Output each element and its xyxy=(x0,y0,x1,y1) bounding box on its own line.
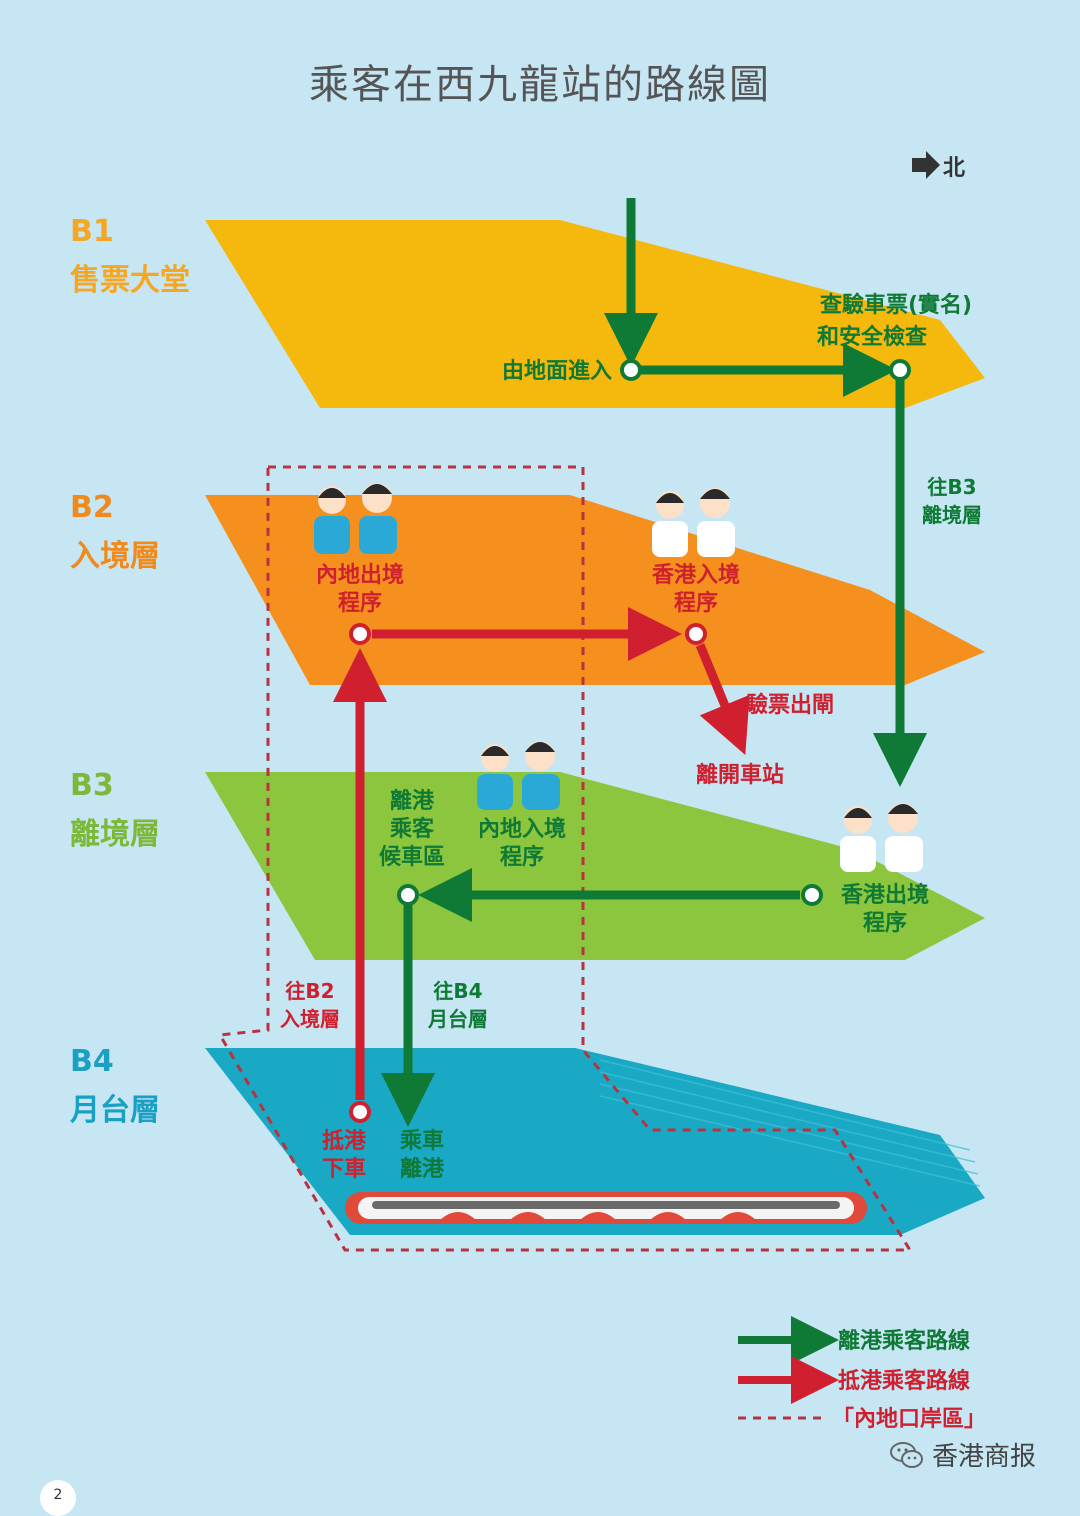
floor-b2-code: B2 xyxy=(70,490,114,525)
arriving-route xyxy=(333,607,750,1100)
label-to-b4-1: 往B4 xyxy=(433,979,482,1003)
wechat-icon xyxy=(890,1441,924,1469)
legend: 離港乘客路線 抵港乘客路線 「內地口岸區」 xyxy=(738,1316,986,1432)
label-hk-exit-2: 程序 xyxy=(863,910,907,936)
floor-b4-code: B4 xyxy=(70,1044,114,1079)
north-arrow-icon xyxy=(912,151,940,179)
node-waiting xyxy=(397,884,419,906)
node-hk-entry xyxy=(685,623,707,645)
north-indicator: 北 xyxy=(912,151,965,181)
node-arrive xyxy=(349,1101,371,1123)
floor-b2-name: 入境層 xyxy=(70,539,160,574)
label-to-b2-1: 往B2 xyxy=(285,979,334,1003)
mainland-officer-icon-b2 xyxy=(314,483,397,554)
node-ticket-check xyxy=(889,359,911,381)
label-waiting-3: 候車區 xyxy=(379,845,445,870)
mainland-officer-icon-b3 xyxy=(477,741,560,810)
label-board-1: 乘車 xyxy=(399,1129,444,1154)
floor-b1-code: B1 xyxy=(70,214,114,249)
hk-officer-icon-b3 xyxy=(840,803,923,872)
floor-b3-plate xyxy=(205,772,985,960)
label-ticket-gate: 驗票出閘 xyxy=(746,692,834,718)
floor-b4-name: 月台層 xyxy=(70,1093,160,1128)
floor-b1-plate xyxy=(205,220,985,408)
route-nodes xyxy=(349,359,911,1123)
mainland-port-zone-outline xyxy=(217,465,913,1252)
label-mainland-exit-2: 程序 xyxy=(338,590,382,616)
label-arrive-2: 下車 xyxy=(322,1157,366,1182)
page-number: 2 xyxy=(40,1480,76,1516)
label-board-2: 離港 xyxy=(400,1156,445,1182)
label-mainland-entry-2: 程序 xyxy=(500,844,544,870)
label-to-b3-1: 往B3 xyxy=(927,475,976,499)
label-waiting-2: 乘客 xyxy=(389,816,435,842)
north-label: 北 xyxy=(943,156,965,181)
label-leave-station: 離開車站 xyxy=(696,762,784,788)
departing-route xyxy=(381,198,927,1127)
legend-departing-label: 離港乘客路線 xyxy=(838,1328,970,1354)
label-waiting-1: 離港 xyxy=(390,788,435,814)
hk-officer-icon-b2 xyxy=(652,488,735,557)
node-mainland-exit xyxy=(349,623,371,645)
label-to-b2-2: 入境層 xyxy=(280,1007,340,1031)
label-enter-ground: 由地面進入 xyxy=(502,359,612,384)
legend-zone-label: 「內地口岸區」 xyxy=(832,1407,986,1432)
train-icon xyxy=(345,1192,867,1224)
label-to-b3-2: 離境層 xyxy=(922,503,982,527)
floor-b1-name: 售票大堂 xyxy=(70,263,190,298)
label-mainland-entry-1: 內地入境 xyxy=(478,816,566,842)
label-hk-entry-2: 程序 xyxy=(674,590,718,616)
floor-b3-name: 離境層 xyxy=(70,817,160,852)
label-mainland-exit-1: 內地出境 xyxy=(316,562,404,588)
legend-arriving-label: 抵港乘客路線 xyxy=(838,1368,970,1394)
label-to-b4-2: 月台層 xyxy=(427,1007,488,1031)
page-title: 乘客在西九龍站的路線圖 xyxy=(309,62,771,108)
label-ticket-check-2: 和安全檢查 xyxy=(817,324,927,350)
node-enter-ground xyxy=(620,359,642,381)
label-arrive-1: 抵港 xyxy=(322,1129,367,1154)
label-hk-exit-1: 香港出境 xyxy=(841,882,929,908)
node-hk-exit xyxy=(801,884,823,906)
officer-icons xyxy=(314,483,923,872)
floor-b3-code: B3 xyxy=(70,768,114,803)
watermark-text: 香港商报 xyxy=(932,1442,1037,1472)
label-hk-entry-1: 香港入境 xyxy=(652,562,740,588)
label-ticket-check-1: 查驗車票(實名) xyxy=(820,292,972,318)
watermark: 香港商报 xyxy=(890,1436,1036,1473)
